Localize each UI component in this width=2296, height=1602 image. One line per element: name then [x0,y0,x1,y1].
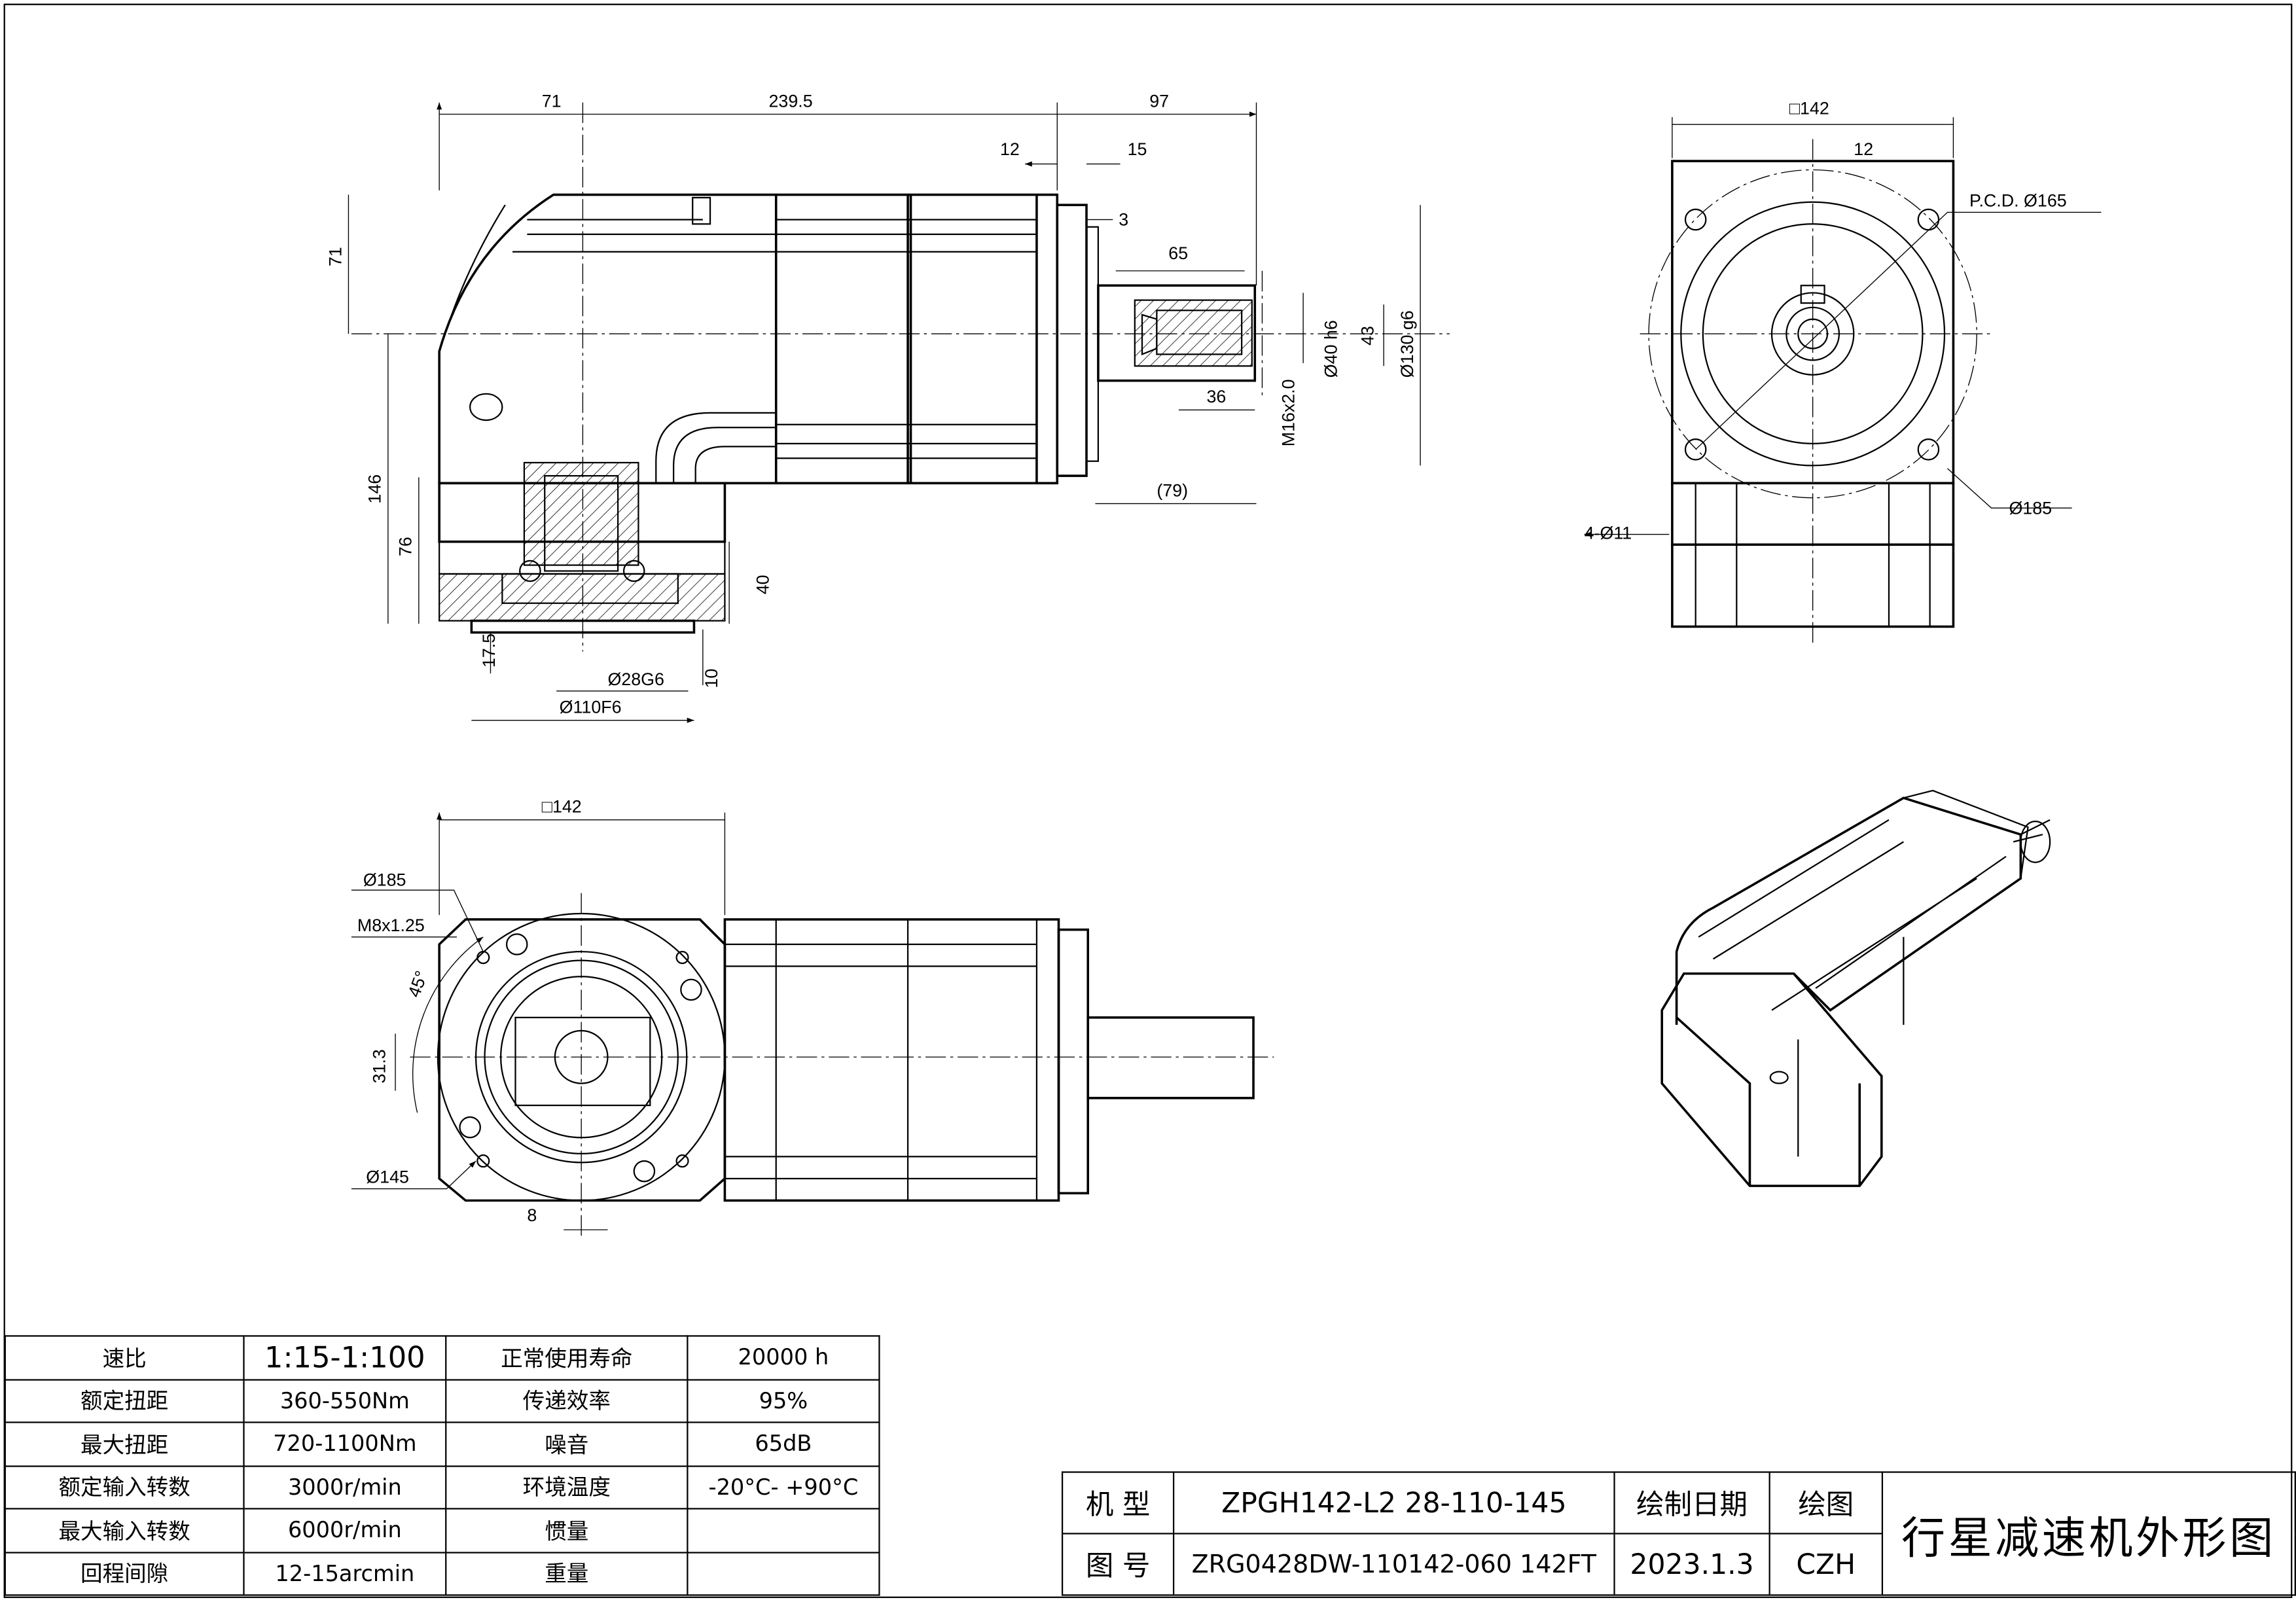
dim-8: 8 [527,1205,537,1225]
spec-value: 12-15arcmin [243,1551,447,1596]
spec-value [687,1551,880,1596]
table-row: 图 号 ZRG0428DW-110142-060 142FT 2023.1.3 … [1061,1533,2295,1596]
spec-value [687,1508,880,1553]
model-label: 机 型 [1061,1471,1175,1535]
dim-bottom-145: Ø145 [366,1167,409,1187]
spec-value: 3000r/min [243,1465,447,1510]
drawing-no-label: 图 号 [1061,1533,1175,1596]
spec-label: 回程间隙 [4,1551,245,1596]
title-block: 机 型 ZPGH142-L2 28-110-145 绘制日期 绘图 行星减速机外… [1061,1471,2296,1596]
spec-label: 额定扭距 [4,1378,245,1423]
spec-label: 环境温度 [445,1465,689,1510]
spec-value: 720-1100Nm [243,1421,447,1467]
dim-40: 40 [753,575,773,594]
spec-label: 传递效率 [445,1378,689,1423]
spec-value: 360-550Nm [243,1378,447,1423]
dim-36: 36 [1206,387,1226,406]
dim-3: 3 [1119,210,1128,230]
spec-value: -20°C- +90°C [687,1465,880,1510]
dim-key-12: 12 [1854,139,1873,159]
table-row: 机 型 ZPGH142-L2 28-110-145 绘制日期 绘图 行星减速机外… [1061,1471,2296,1596]
dim-bottom-square-142: □142 [542,797,582,817]
dim-65: 65 [1168,243,1188,263]
dim-pilot-dia: Ø130 g6 [1397,310,1417,378]
dim-dia-185: Ø185 [2009,498,2052,518]
dim-239-5: 239.5 [769,91,813,111]
drawer-label: 绘图 [1768,1471,1884,1535]
spec-value: 65dB [687,1421,880,1467]
spec-label: 重量 [445,1551,689,1596]
dim-97: 97 [1149,91,1169,111]
drawer-value: CZH [1768,1533,1884,1596]
spec-label: 速比 [4,1335,245,1380]
dim-17-5: 17.5 [479,633,499,668]
dim-76: 76 [396,537,416,556]
dim-43: 43 [1357,326,1377,346]
end-view: □142 12 P.C.D. Ø165 Ø185 4-Ø11 [1585,99,2102,645]
dim-79: (79) [1157,480,1188,500]
spec-label: 正常使用寿命 [445,1335,689,1380]
date-label: 绘制日期 [1613,1471,1770,1535]
dim-spigot: Ø110F6 [560,698,622,717]
date-value: 2023.1.3 [1613,1533,1770,1596]
dim-holes: 4-Ø11 [1585,523,1632,543]
spec-value: 20000 h [687,1335,880,1380]
model-value: ZPGH142-L2 28-110-145 [1172,1471,1615,1535]
dim-square-142: □142 [1789,99,1829,118]
dim-bore: Ø28G6 [607,669,664,689]
dim-pcd: P.C.D. Ø165 [1969,190,2067,210]
dim-v71: 71 [325,247,345,266]
spec-value: 1:15-1:100 [243,1335,447,1380]
dim-71: 71 [542,91,562,111]
dim-15: 15 [1128,139,1147,159]
dim-10: 10 [702,669,721,688]
spec-label: 最大扭距 [4,1421,245,1467]
isometric-view [1660,789,2051,1187]
dim-shaft-dia: Ø40 h6 [1321,320,1341,378]
bottom-view: □142 Ø185 M8x1.25 45° 31.3 Ø145 8 [351,797,1274,1237]
spec-value: 6000r/min [243,1508,447,1553]
dim-bottom-185: Ø185 [363,870,406,890]
side-view: 71 239.5 97 12 15 3 65 Ø40 h6 43 Ø130 g6… [325,91,1450,720]
spec-label: 惯量 [445,1508,689,1553]
spec-label: 最大输入转数 [4,1508,245,1553]
dim-146: 146 [365,474,385,504]
dim-31-3: 31.3 [369,1049,389,1083]
dim-thread: M16x2.0 [1279,379,1299,446]
dim-45-deg: 45° [404,968,431,999]
spec-label: 额定输入转数 [4,1465,245,1510]
drawing-no-value: ZRG0428DW-110142-060 142FT [1172,1533,1615,1596]
drawing-title: 行星减速机外形图 [1881,1471,2296,1596]
sheet-border [3,3,2293,1598]
dim-12: 12 [1000,139,1020,159]
dim-m8-thread: M8x1.25 [357,916,425,935]
spec-value: 95% [687,1378,880,1423]
spec-label: 噪音 [445,1421,689,1467]
